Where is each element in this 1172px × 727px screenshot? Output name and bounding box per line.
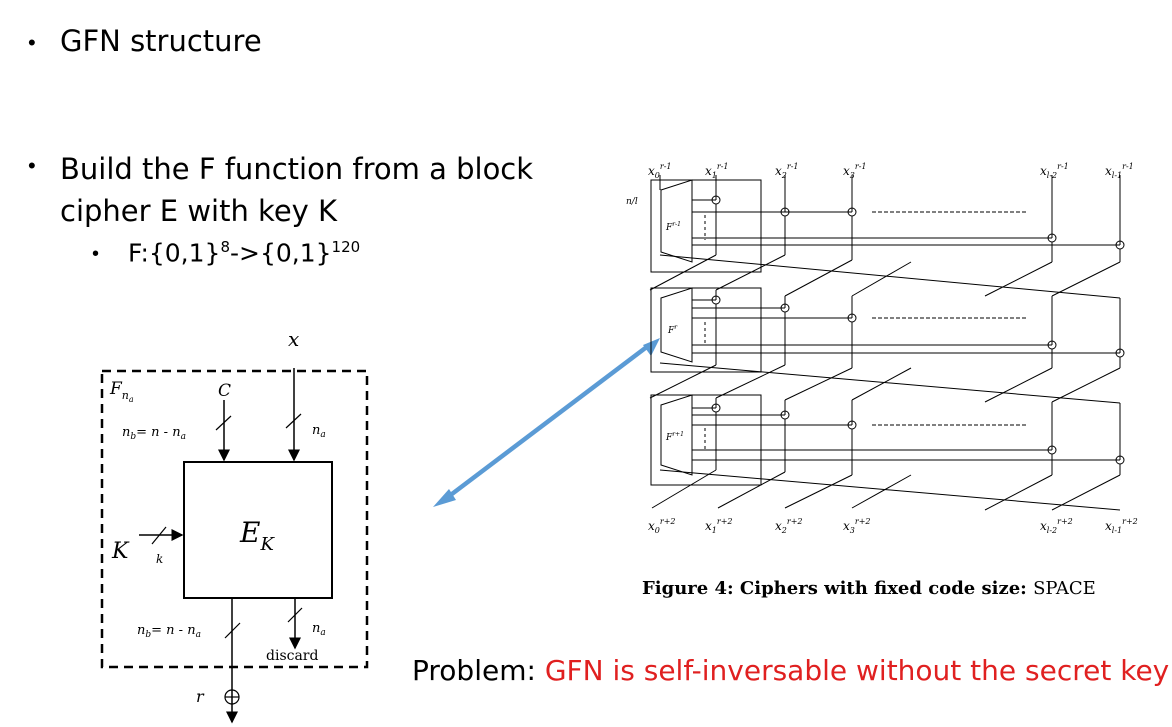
ek-box (183, 461, 333, 599)
caption-space: SPACE (1033, 578, 1096, 599)
x-label: x (288, 327, 299, 351)
link-arrow-head-left (433, 489, 456, 507)
bottom-label-x1: x1r+2 (705, 517, 733, 535)
sig-base: F:{0,1} (128, 238, 221, 268)
bullet-gfn-structure: GFN structure (60, 24, 262, 58)
k-small-label: k (156, 552, 163, 566)
nb-top-label: nb= n - na (122, 425, 186, 442)
f-round-r-1: Fr-1 (665, 221, 681, 233)
top-label-x3: x3r-1 (843, 162, 867, 180)
bottom-label-x0: x0r+2 (648, 517, 676, 535)
discard-label: discard (266, 648, 319, 664)
na-top-label: na (312, 423, 326, 440)
top-label-xl-2: xl-2r-1 (1040, 162, 1069, 180)
link-arrow (442, 344, 650, 502)
top-label-x1: x1r-1 (705, 162, 729, 180)
bottom-label-xl-1: xl-1r+2 (1105, 517, 1138, 535)
c-label: C (218, 381, 231, 401)
na-bottom-label: na (312, 621, 326, 638)
sig-exp1: 8 (220, 238, 230, 256)
bullet-dot: • (92, 243, 100, 265)
ek-label: EK (239, 516, 275, 555)
bottom-label-x3: x3r+2 (843, 517, 871, 535)
bullet-dot: • (28, 153, 36, 178)
f-label: Fna (109, 379, 134, 404)
f-boundary-box (100, 369, 369, 669)
top-label-x0: x0r-1 (648, 162, 672, 180)
caption-bold: Figure 4: Ciphers with fixed code size: (642, 578, 1027, 599)
bullet-dot: • (28, 30, 36, 55)
f-round-r+1: Fr+1 (665, 431, 684, 443)
sig-exp2: 120 (331, 238, 361, 256)
f-round-r: Fr (667, 324, 678, 336)
problem-statement: Problem: GFN is self-inversable without … (412, 654, 1169, 687)
sig-mid: ->{0,1} (229, 238, 332, 268)
nb-bottom-label: nb= n - na (137, 623, 201, 640)
bottom-label-x2: x2r+2 (775, 517, 803, 535)
problem-label: Problem: (412, 654, 545, 687)
figure-caption: Figure 4: Ciphers with fixed code size: … (642, 578, 1096, 599)
problem-text: GFN is self-inversable without the secre… (544, 654, 1170, 687)
n-over-l-label: n/l (626, 197, 638, 207)
bottom-label-xl-2: xl-2r+2 (1040, 517, 1073, 535)
bullet-build-f: Build the F function from a block cipher… (60, 152, 534, 228)
f-function-diagram (100, 368, 369, 724)
r-label: r (196, 687, 205, 706)
gfn-network-diagram (649, 175, 1125, 511)
top-label-x2: x2r-1 (775, 162, 799, 180)
k-big-label: K (111, 539, 130, 564)
top-label-xl-1: xl-1r-1 (1105, 162, 1134, 180)
bullet-f-signature: F:{0,1}8->{0,1}120 (128, 238, 360, 267)
